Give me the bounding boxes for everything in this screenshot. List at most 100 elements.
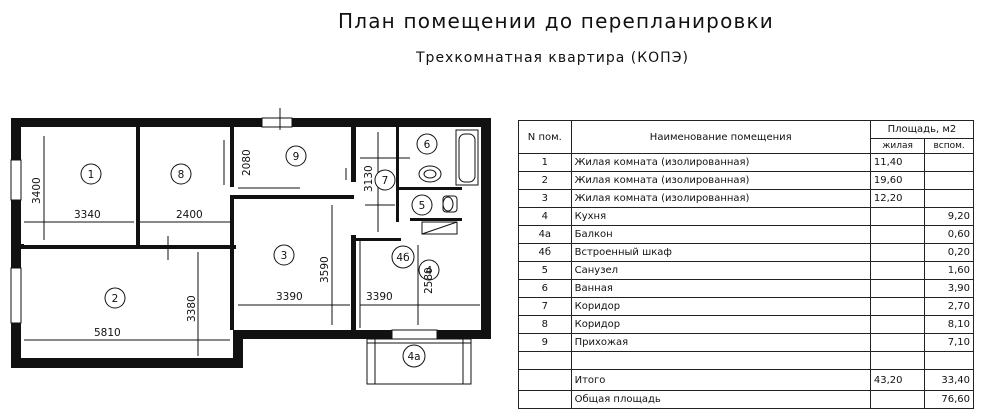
cell-name: Жилая комната (изолированная) xyxy=(570,189,871,208)
table-row: 9 Прихожая 7,10 xyxy=(518,333,974,352)
cell-aux: 7,10 xyxy=(924,333,974,352)
cell-living xyxy=(869,333,926,352)
header-living: жилая xyxy=(869,138,926,154)
cell-living xyxy=(869,279,926,298)
cell-num: 1 xyxy=(518,153,572,172)
cell-name: Коридор xyxy=(570,315,871,334)
dimension-lines xyxy=(24,108,480,356)
room-number: 4а xyxy=(407,351,420,363)
interior-walls xyxy=(21,127,462,330)
cell-empty xyxy=(869,390,926,409)
fixtures xyxy=(366,129,479,385)
stove-icon xyxy=(421,221,458,235)
dimension-labels: 3400 3340 2400 2080 3130 3590 3390 3390 … xyxy=(31,149,435,339)
page-subtitle: Трехкомнатная квартира (КОПЭ) xyxy=(416,50,689,66)
total-living: 43,20 xyxy=(869,369,926,391)
cell-name: Санузел xyxy=(570,261,871,280)
dim-label: 3340 xyxy=(74,209,101,221)
room-number: 6 xyxy=(424,139,431,151)
overall-row: Общая площадь 76,60 xyxy=(518,390,974,409)
cell-living: 11,40 xyxy=(869,153,926,172)
page-title: План помещении до перепланировки xyxy=(338,9,774,33)
room-numbers: 1 8 9 6 7 5 3 2 4 4б 4а xyxy=(88,139,433,363)
header-name: Наименование помещения xyxy=(570,120,871,154)
table-row: 3 Жилая комната (изолированная) 12,20 xyxy=(518,189,974,208)
cell-aux xyxy=(924,171,974,190)
table-row: 8 Коридор 8,10 xyxy=(518,315,974,334)
room-number: 3 xyxy=(281,250,288,262)
total-row: Итого 43,20 33,40 xyxy=(518,369,974,391)
cell-living xyxy=(869,297,926,316)
cell-num: 6 xyxy=(518,279,572,298)
room-number: 2 xyxy=(112,293,119,305)
table-row: 4 Кухня 9,20 xyxy=(518,207,974,226)
table-row: 5 Санузел 1,60 xyxy=(518,261,974,280)
cell-living: 19,60 xyxy=(869,171,926,190)
table-row: 7 Коридор 2,70 xyxy=(518,297,974,316)
cell-name: Балкон xyxy=(570,225,871,244)
dim-label: 2400 xyxy=(176,209,203,221)
cell-aux: 9,20 xyxy=(924,207,974,226)
rooms-table: N пом. Наименование помещения Площадь, м… xyxy=(518,120,975,409)
room-circles xyxy=(80,133,440,368)
cell-num: 3 xyxy=(518,189,572,208)
cell-num: 5 xyxy=(518,261,572,280)
table-row-empty xyxy=(518,351,974,370)
outer-walls xyxy=(11,118,491,368)
cell-living: 12,20 xyxy=(869,189,926,208)
dim-label: 5810 xyxy=(94,327,121,339)
cell-num: 4 xyxy=(518,207,572,226)
floor-plan: 1 8 9 6 7 5 3 2 4 4б 4а 3400 3340 2400 2… xyxy=(10,108,491,385)
room-number: 4б xyxy=(396,252,409,264)
cell-empty xyxy=(518,390,572,409)
table-row: 4б Встроенный шкаф 0,20 xyxy=(518,243,974,262)
balcony xyxy=(366,338,472,385)
cell-empty xyxy=(570,351,871,370)
dim-label: 3390 xyxy=(276,291,303,303)
cell-living xyxy=(869,261,926,280)
table-row: 1 Жилая комната (изолированная) 11,40 xyxy=(518,153,974,172)
dim-label: 2080 xyxy=(241,149,253,176)
cell-num: 2 xyxy=(518,171,572,190)
cell-aux xyxy=(924,153,974,172)
cell-empty xyxy=(869,351,926,370)
room-number: 8 xyxy=(178,169,185,181)
cell-living xyxy=(869,243,926,262)
cell-empty xyxy=(518,369,572,391)
room-number: 1 xyxy=(88,169,95,181)
cell-name: Кухня xyxy=(570,207,871,226)
cell-name: Встроенный шкаф xyxy=(570,243,871,262)
cell-name: Коридор xyxy=(570,297,871,316)
cell-name: Жилая комната (изолированная) xyxy=(570,171,871,190)
overall-label: Общая площадь xyxy=(570,390,871,409)
header-aux: вспом. xyxy=(924,138,974,154)
dim-label: 3380 xyxy=(186,295,198,322)
header-num: N пом. xyxy=(518,120,572,154)
dim-label: 3400 xyxy=(31,177,43,204)
room-number: 7 xyxy=(382,175,389,187)
cell-num: 7 xyxy=(518,297,572,316)
dim-label: 3390 xyxy=(366,291,393,303)
cell-empty xyxy=(924,351,974,370)
room-number: 4 xyxy=(426,265,433,277)
cell-num: 4б xyxy=(518,243,572,262)
table-row: 4а Балкон 0,60 xyxy=(518,225,974,244)
cell-aux: 8,10 xyxy=(924,315,974,334)
cell-aux: 0,60 xyxy=(924,225,974,244)
total-aux: 33,40 xyxy=(924,369,974,391)
dim-label: 3130 xyxy=(363,165,375,192)
cell-living xyxy=(869,225,926,244)
sink-icon xyxy=(418,165,442,183)
cell-living xyxy=(869,207,926,226)
cell-aux: 2,70 xyxy=(924,297,974,316)
cell-aux xyxy=(924,189,974,208)
overall-aux: 76,60 xyxy=(924,390,974,409)
cell-name: Жилая комната (изолированная) xyxy=(570,153,871,172)
bathtub-icon xyxy=(455,129,479,186)
cell-num: 4а xyxy=(518,225,572,244)
table-header: N пом. Наименование помещения Площадь, м… xyxy=(518,120,975,154)
table-row: 6 Ванная 3,90 xyxy=(518,279,974,298)
cell-aux: 3,90 xyxy=(924,279,974,298)
room-number: 9 xyxy=(293,151,300,163)
cell-aux: 0,20 xyxy=(924,243,974,262)
